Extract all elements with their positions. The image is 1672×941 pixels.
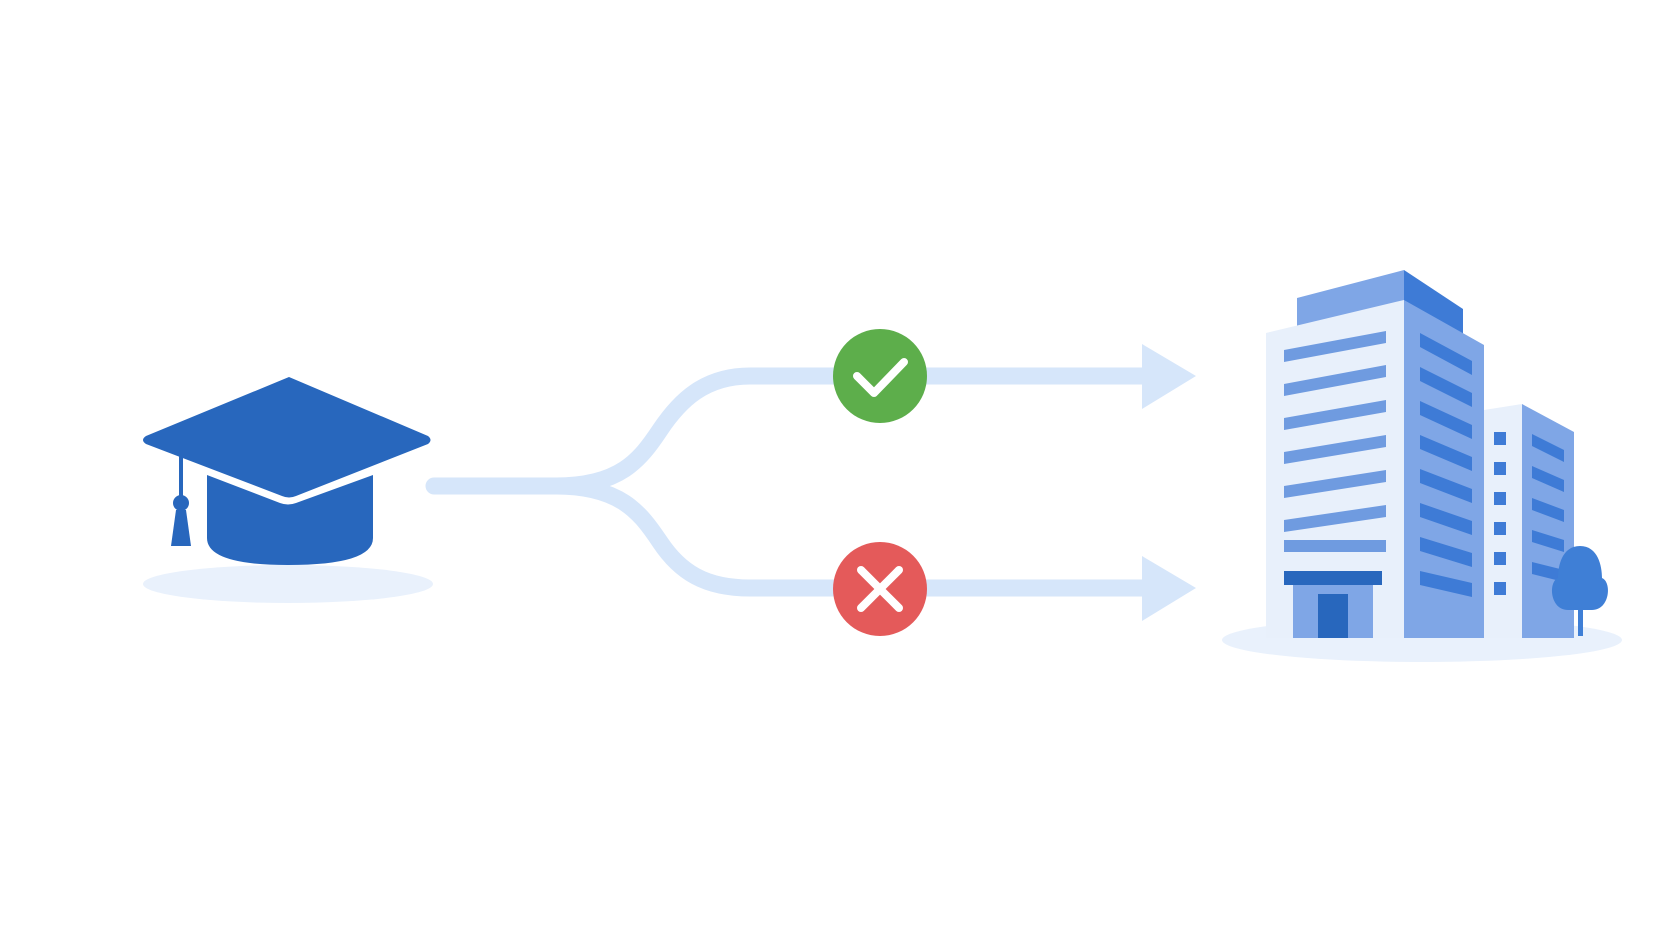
branching-paths (425, 367, 1159, 597)
x-icon (857, 566, 903, 612)
tower-front-windows (1284, 331, 1386, 552)
small-tower-windows (1494, 432, 1564, 595)
entrance-awning (1284, 571, 1382, 585)
check-icon (853, 358, 908, 397)
small-tower-front (1484, 404, 1522, 638)
cap-board (143, 377, 431, 498)
lower-arrowhead (1142, 556, 1196, 621)
tree-icon (1552, 546, 1608, 636)
cap-shadow (143, 565, 433, 603)
graduation-cap-icon (143, 377, 433, 603)
path-lower-branch (547, 477, 1159, 597)
path-upper-branch (547, 367, 1159, 495)
success-badge (833, 329, 927, 423)
failure-badge (833, 542, 927, 636)
upper-arrowhead (1142, 344, 1196, 409)
cap-tassel-end (171, 510, 191, 546)
office-building-icon (1222, 270, 1622, 662)
tower-side-windows (1420, 333, 1472, 597)
entrance-door (1318, 594, 1348, 638)
cap-tassel-knot (173, 495, 189, 511)
cap-base (207, 475, 373, 565)
